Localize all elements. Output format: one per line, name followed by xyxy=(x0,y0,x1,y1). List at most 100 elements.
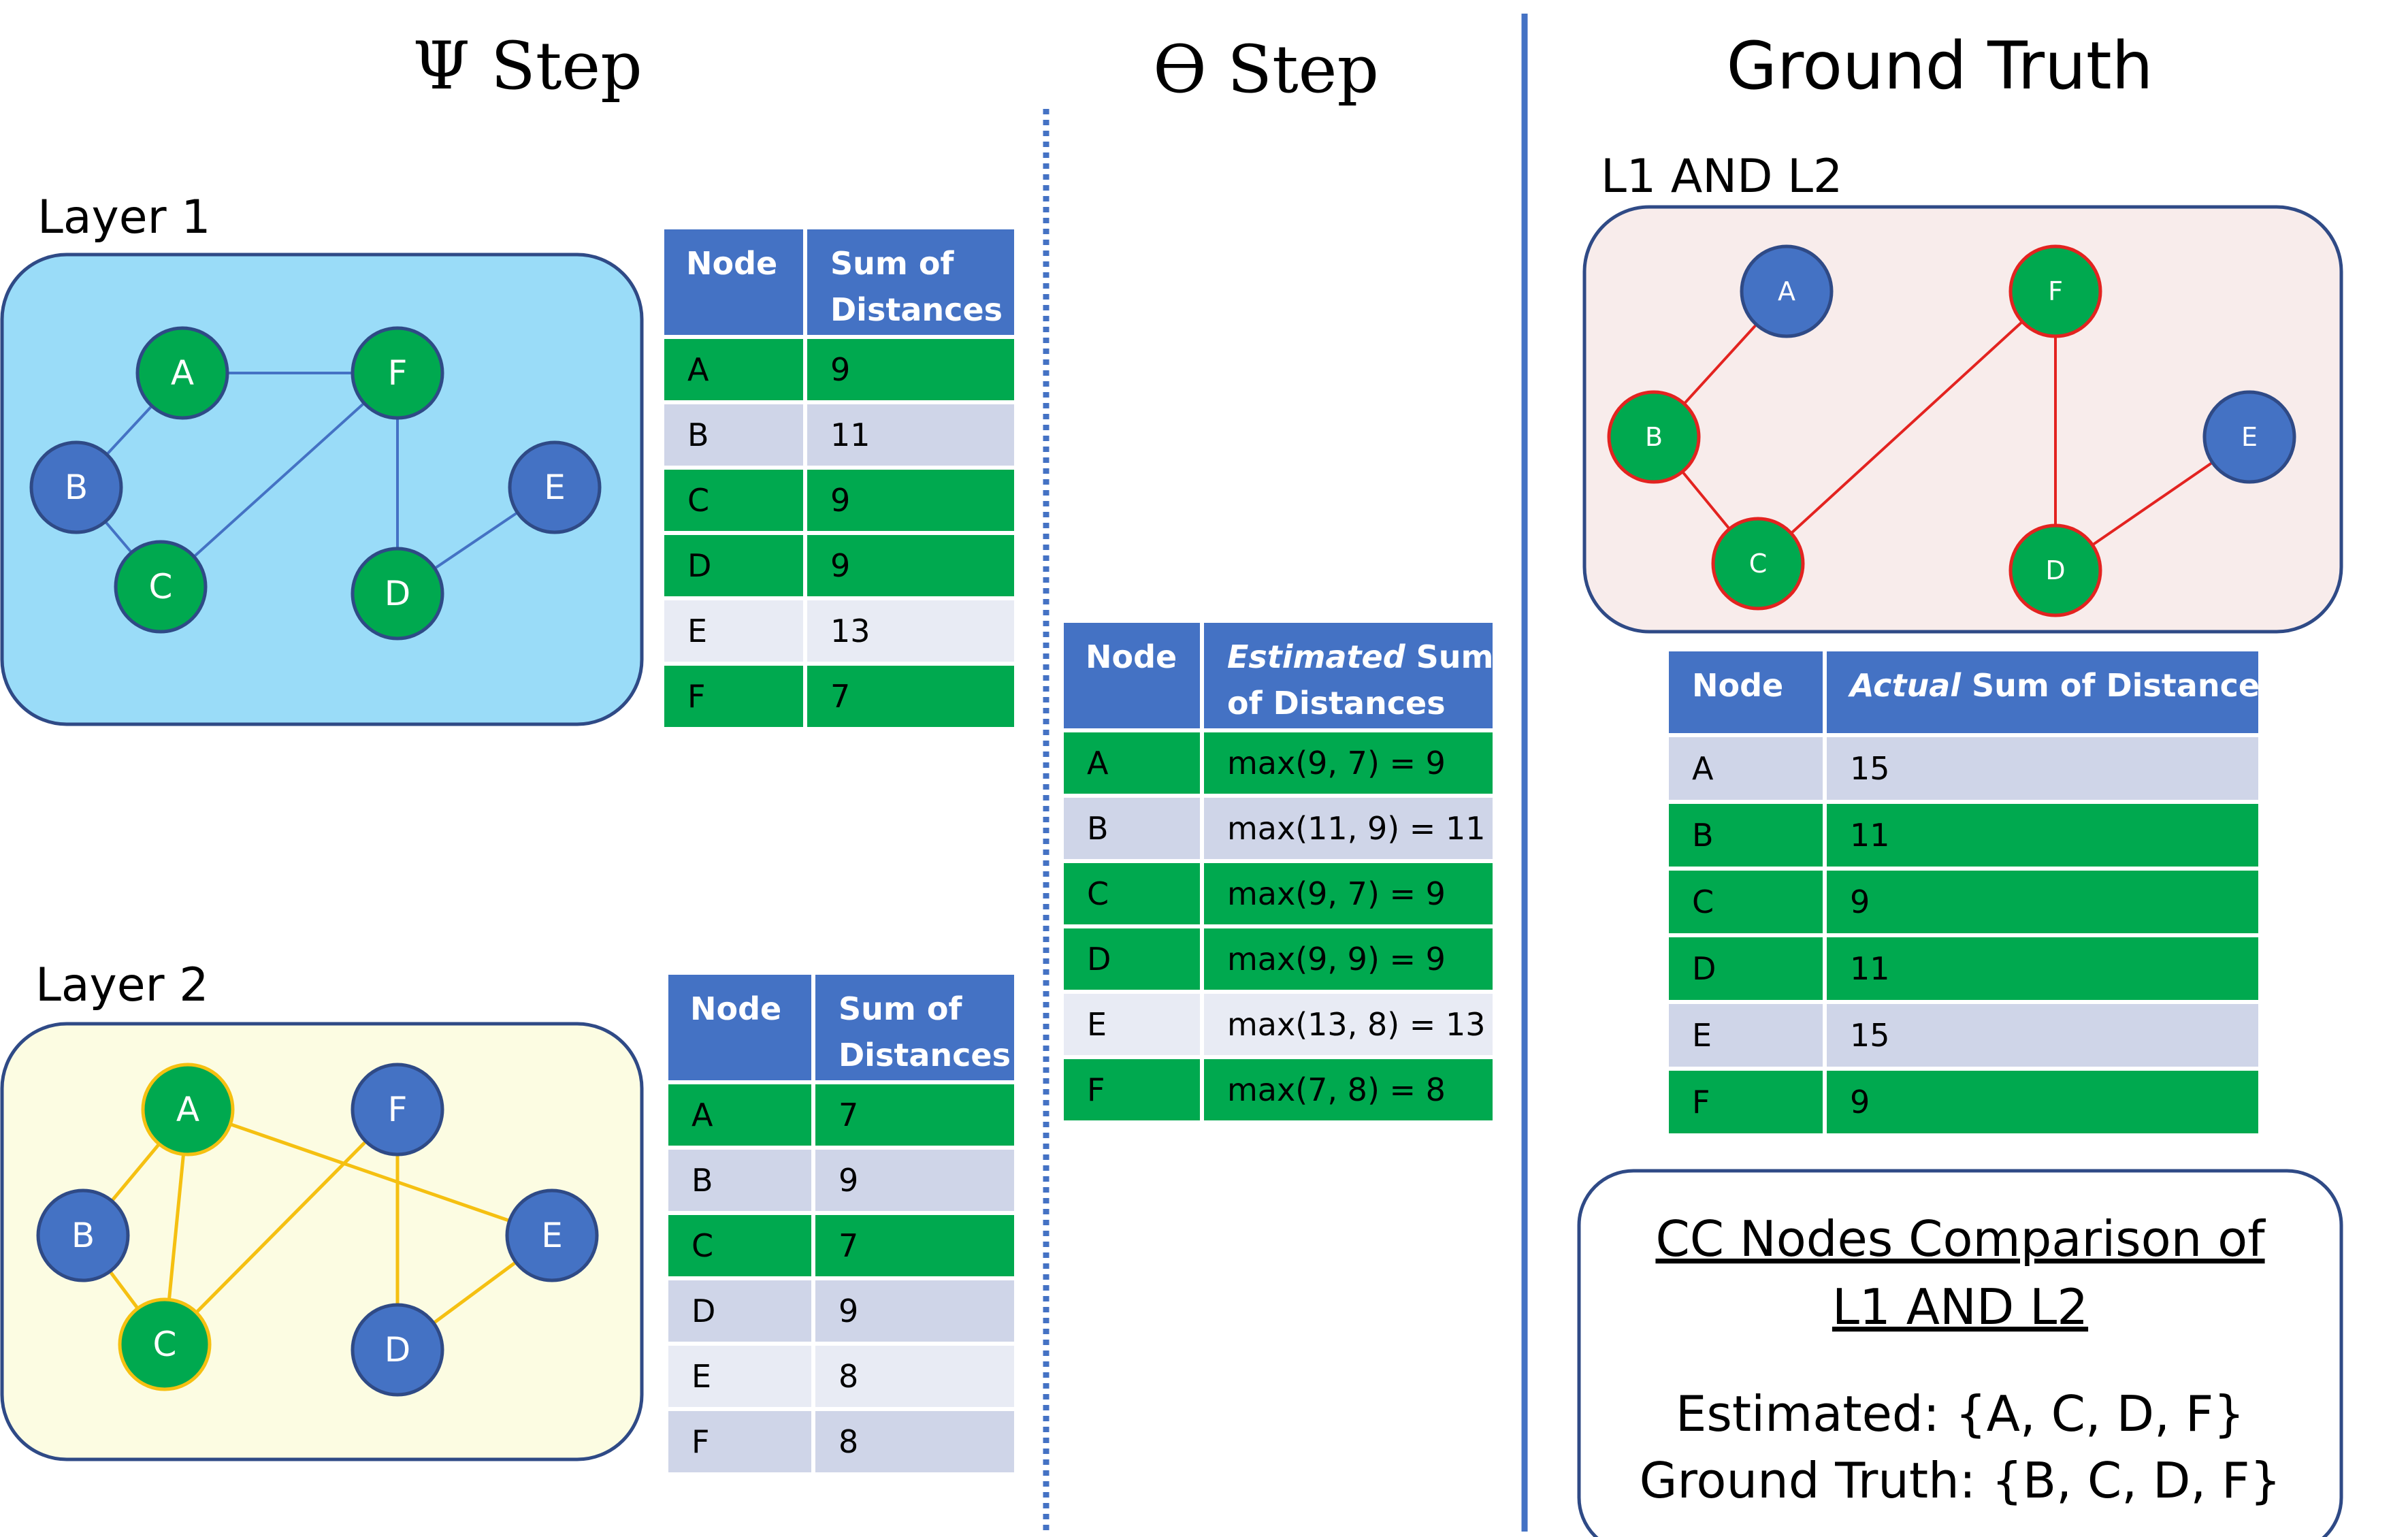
layer1-table-row-d-node-text: D xyxy=(687,547,711,584)
gt-node-label-e: E xyxy=(2241,422,2258,452)
gt-table-row-d-value-cell xyxy=(1827,937,2258,1000)
theta-table-header-node: Node xyxy=(1086,638,1177,675)
layer2-table-row-f-node-text: F xyxy=(692,1423,709,1460)
theta-table-row-e-node-cell xyxy=(1064,994,1200,1055)
theta-table-row-f-value-text: max(7, 8) = 8 xyxy=(1227,1071,1446,1108)
theta-table-row-b-node-cell xyxy=(1064,798,1200,859)
ground-truth-heading: Ground Truth xyxy=(1727,28,2153,104)
layer2-table-row-f-node-cell xyxy=(668,1411,811,1472)
gt-table-row-b-node-cell xyxy=(1669,804,1823,867)
layer1-node-a xyxy=(135,326,229,420)
layer2-node-f xyxy=(351,1063,444,1156)
layer2-table-header-cell-value xyxy=(815,975,1014,1080)
layer1-table-row-a-node-text: A xyxy=(687,351,709,388)
gt-graph-label: L1 AND L2 xyxy=(1601,150,1842,204)
layer1-node-b xyxy=(29,440,123,534)
theta-table-header-cell-value xyxy=(1204,623,1493,728)
gt-node-a xyxy=(1740,244,1834,338)
layer2-node-b xyxy=(36,1188,130,1282)
theta-table-row-d-value-cell xyxy=(1204,928,1493,990)
theta-table-row-a-node-cell xyxy=(1064,732,1200,794)
gt-node-label-f: F xyxy=(2048,276,2063,306)
theta-table-row-a-value-cell xyxy=(1204,732,1493,794)
layer2-table-row-a-node-cell xyxy=(668,1084,811,1146)
theta-table-row-b-value-cell xyxy=(1204,798,1493,859)
gt-table-row-a-node-cell xyxy=(1669,737,1823,800)
theta-table-row-d-value-text: max(9, 9) = 9 xyxy=(1227,941,1446,977)
layer2-table-row-d-value-cell xyxy=(815,1280,1014,1342)
layer1-edge-c-f xyxy=(159,372,399,588)
gt-table-header-value: Actual Sum of Distances xyxy=(1848,667,2278,704)
theta-table-row-c-node-cell xyxy=(1064,863,1200,924)
gt-table-row-c-node-text: C xyxy=(1692,884,1714,920)
layer1-table-row-d-node-cell xyxy=(664,535,803,596)
layer1-node-label-d: D xyxy=(385,574,411,613)
layer2-table-row-d-node-cell xyxy=(668,1280,811,1342)
gt-table-row-a-value-text: 15 xyxy=(1850,750,1890,787)
layer2-table-row-c-value-cell xyxy=(815,1215,1014,1276)
gt-table-row-b-value-text: 11 xyxy=(1850,817,1890,854)
layer2-node-label-f: F xyxy=(388,1090,408,1129)
gt-table-row-f-node-cell xyxy=(1669,1071,1823,1133)
theta-step-heading: ϴ Step xyxy=(1153,31,1379,108)
layer2-node-label-e: E xyxy=(541,1216,563,1255)
gt-table-row-a-node-text: A xyxy=(1692,750,1714,787)
theta-table-row-f-value-cell xyxy=(1204,1059,1493,1120)
layer2-node-e xyxy=(505,1188,599,1282)
layer1-table-row-a-value-cell xyxy=(807,339,1014,400)
layer2-table-row-c-node-text: C xyxy=(692,1227,713,1264)
gt-node-label-d: D xyxy=(2045,555,2065,585)
theta-table-header-cell-node xyxy=(1064,623,1200,728)
layer2-node-label-b: B xyxy=(71,1216,95,1255)
layer2-table-row-e-value-text: 8 xyxy=(839,1358,858,1395)
layer1-table-row-c-node-text: C xyxy=(687,482,709,519)
layer2-table-header-cell-node xyxy=(668,975,811,1080)
layer1-table-row-e-node-text: E xyxy=(687,613,707,649)
gt-table-row-c-value-text: 9 xyxy=(1850,884,1870,920)
gt-table-header-cell-node xyxy=(1669,651,1823,733)
layer2-table-header-node: Node xyxy=(690,990,781,1027)
layer1-node-label-b: B xyxy=(65,468,88,507)
gt-table-row-f-value-text: 9 xyxy=(1850,1084,1870,1120)
layer1-table-header-value-line1: Sum of xyxy=(830,245,954,282)
layer2-table-row-d-value-text: 9 xyxy=(839,1293,858,1329)
layer1-node-f xyxy=(351,326,444,420)
gt-node-f xyxy=(2008,244,2102,338)
theta-table-row-b-node-text: B xyxy=(1087,810,1109,847)
layer2-node-label-d: D xyxy=(385,1330,411,1370)
layer2-table-row-e-node-text: E xyxy=(692,1358,711,1395)
layer2-table-row-b-value-text: 9 xyxy=(839,1162,858,1199)
layer2-table-row-f-value-cell xyxy=(815,1411,1014,1472)
layer2-table-row-c-value-text: 7 xyxy=(839,1227,858,1264)
layer2-table-row-b-value-cell xyxy=(815,1150,1014,1211)
layer1-table-row-c-node-cell xyxy=(664,470,803,531)
layer2-edge-c-f xyxy=(163,1108,399,1346)
comparison-estimated: Estimated: {A, C, D, F} xyxy=(1676,1385,2245,1442)
layer1-table-row-f-node-cell xyxy=(664,666,803,727)
layer2-table-row-a-value-text: 7 xyxy=(839,1097,858,1133)
theta-table-row-b-value-text: max(11, 9) = 11 xyxy=(1227,810,1485,847)
layer2-node-a xyxy=(141,1063,235,1156)
layer2-table-row-b-node-cell xyxy=(668,1150,811,1211)
layer1-node-c xyxy=(114,540,208,634)
layer2-node-label-a: A xyxy=(176,1090,199,1129)
layer1-table-row-e-value-text: 13 xyxy=(830,613,871,649)
gt-table-row-a-value-cell xyxy=(1827,737,2258,800)
layer2-node-label-c: C xyxy=(153,1325,177,1364)
layer2-table-row-a-node-text: A xyxy=(692,1097,713,1133)
layer2-table-row-e-node-cell xyxy=(668,1346,811,1407)
gt-node-c xyxy=(1711,517,1805,611)
layer1-table-row-c-value-text: 9 xyxy=(830,482,850,519)
gt-table-header-node: Node xyxy=(1692,667,1783,704)
gt-table-row-f-value-cell xyxy=(1827,1071,2258,1133)
layer2-node-d xyxy=(351,1303,444,1397)
layer1-table-header-value-line2: Distances xyxy=(830,291,1003,328)
gt-table-row-e-value-text: 15 xyxy=(1850,1017,1890,1054)
layer2-graph: A F B E C D xyxy=(36,1063,599,1397)
theta-table-row-c-node-text: C xyxy=(1087,875,1109,912)
layer2-table-row-a-value-cell xyxy=(815,1084,1014,1146)
layer1-table-row-b-node-cell xyxy=(664,404,803,466)
layer1-table-row-f-value-cell xyxy=(807,666,1014,727)
